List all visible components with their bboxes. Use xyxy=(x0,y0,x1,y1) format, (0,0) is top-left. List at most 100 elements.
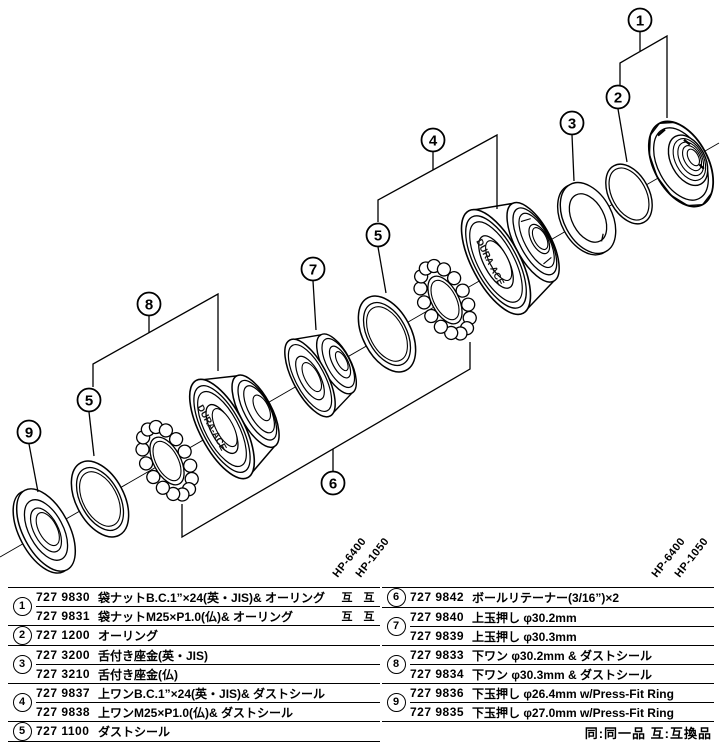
table-group: 8 727 9833 下ワン φ30.2mm & ダストシール 727 9834 下ワン… xyxy=(382,646,714,684)
callout-1: 1 xyxy=(627,7,653,33)
callout-2: 2 xyxy=(605,84,631,110)
part-description: 下ワン φ30.2mm & ダストシール xyxy=(472,648,652,663)
table-row: 727 9834 下ワン φ30.3mm & ダストシール xyxy=(410,664,714,683)
part-number: 727 9842 xyxy=(410,590,465,604)
table-row: 727 9842 ボールリテーナー(3/16”)×2 xyxy=(410,588,714,606)
bracket-8 xyxy=(92,292,219,387)
table-row: 727 3210 舌付き座金(仏) xyxy=(36,664,380,683)
callout-number: 9 xyxy=(386,693,406,712)
part-description: 上ワンM25×P1.0(仏)& ダストシール xyxy=(98,705,294,720)
part-crown-race xyxy=(12,488,77,574)
compatibility-mark: 互 xyxy=(363,592,375,604)
part-description: 上玉押し φ30.2mm xyxy=(472,610,577,625)
part-number: 727 3200 xyxy=(36,648,91,662)
table-group: 7 727 9840 上玉押し φ30.2mm 727 9839 上玉押し φ30.3m… xyxy=(382,608,714,646)
table-row: 727 1200 オーリング xyxy=(36,626,380,644)
part-description: 上ワンB.C.1”×24(英・JIS)& ダストシール xyxy=(98,686,326,701)
svg-text:9: 9 xyxy=(25,425,33,442)
callout-number: 1 xyxy=(12,597,32,616)
table-row: 727 9838 上ワンM25×P1.0(仏)& ダストシール xyxy=(36,702,380,721)
table-row: 727 9830 袋ナットB.C.1”×24(英・JIS)& オーリング 互互 xyxy=(36,588,380,606)
svg-text:4: 4 xyxy=(429,133,438,150)
table-row: 727 9833 下ワン φ30.2mm & ダストシール xyxy=(410,646,714,664)
part-description: ダストシール xyxy=(98,724,171,739)
table-group: 6 727 9842 ボールリテーナー(3/16”)×2 xyxy=(382,588,714,608)
part-number: 727 3210 xyxy=(36,667,91,681)
part-description: 下玉押し φ27.0mm w/Press-Fit Ring xyxy=(472,705,674,720)
part-dust-seal-upper xyxy=(345,285,429,383)
callout-number: 7 xyxy=(386,617,406,636)
callout-number: 6 xyxy=(386,588,406,607)
compatibility-mark: 互 xyxy=(341,611,353,623)
part-number: 727 9830 xyxy=(36,590,91,604)
legend-note: 同:同一品 互:互換品 xyxy=(584,726,712,741)
part-number: 727 9837 xyxy=(36,686,91,700)
table-row: 727 9840 上玉押し φ30.2mm xyxy=(410,608,714,626)
part-number: 727 1100 xyxy=(36,724,90,738)
part-description: 舌付き座金(仏) xyxy=(98,667,178,682)
callout-4: 4 xyxy=(420,127,446,153)
bracket-1 xyxy=(619,32,668,118)
part-number: 727 9839 xyxy=(410,629,465,643)
part-locknut xyxy=(647,120,715,208)
callout-8: 8 xyxy=(136,291,162,317)
part-description: ボールリテーナー(3/16”)×2 xyxy=(472,590,620,605)
svg-text:6: 6 xyxy=(329,476,337,493)
part-upper-cone xyxy=(284,333,358,418)
callout-7: 7 xyxy=(300,256,326,282)
callout-number: 8 xyxy=(386,655,406,674)
svg-text:5: 5 xyxy=(85,393,93,410)
table-row: 727 1100 ダストシール xyxy=(36,722,380,740)
table-row: 727 9835 下玉押し φ27.0mm w/Press-Fit Ring xyxy=(410,702,714,721)
part-o-ring xyxy=(605,163,653,225)
part-number: 727 9835 xyxy=(410,705,465,719)
table-group: 5 727 1100 ダストシール xyxy=(8,722,380,742)
part-number: 727 1200 xyxy=(36,628,91,642)
callout-number: 2 xyxy=(12,626,32,645)
callout-number: 5 xyxy=(12,722,32,741)
callout-number: 4 xyxy=(12,693,32,712)
parts-table-right: 6 727 9842 ボールリテーナー(3/16”)×2 7 727 9840 上玉押し … xyxy=(382,587,714,722)
part-number: 727 9840 xyxy=(410,610,465,624)
part-number: 727 9834 xyxy=(410,667,465,681)
bracket-6 xyxy=(181,342,471,539)
part-number: 727 9831 xyxy=(36,609,91,623)
svg-text:1: 1 xyxy=(636,13,644,30)
callout-5-lower: 5 xyxy=(76,387,102,413)
callout-3: 3 xyxy=(559,110,585,136)
part-description: 下玉押し φ26.4mm w/Press-Fit Ring xyxy=(472,686,674,701)
part-lower-cup: DURA-ACE xyxy=(188,374,280,480)
table-row: 727 3200 舌付き座金(英・JIS) xyxy=(36,646,380,664)
part-description: 下ワン φ30.3mm & ダストシール xyxy=(472,667,652,682)
part-description: オーリング xyxy=(98,628,159,643)
part-description: 上玉押し φ30.3mm xyxy=(472,629,577,644)
part-number: 727 9838 xyxy=(36,705,91,719)
callouts: 9 5 8 6 7 5 4 3 2 1 xyxy=(16,7,653,496)
svg-text:3: 3 xyxy=(568,116,576,133)
part-description: 舌付き座金(英・JIS) xyxy=(98,648,209,663)
table-row: 727 9837 上ワンB.C.1”×24(英・JIS)& ダストシール xyxy=(36,684,380,702)
callout-6: 6 xyxy=(320,470,346,496)
svg-text:8: 8 xyxy=(145,297,153,314)
compatibility-mark: 互 xyxy=(341,592,353,604)
part-upper-cup: DURA-ACE xyxy=(460,201,560,316)
svg-text:7: 7 xyxy=(309,262,317,279)
part-tongued-washer xyxy=(556,181,617,256)
table-row: 727 9839 上玉押し φ30.3mm xyxy=(410,626,714,645)
callout-5-upper: 5 xyxy=(365,222,391,248)
part-description: 袋ナットM25×P1.0(仏)& オーリング xyxy=(98,609,294,624)
callout-9: 9 xyxy=(16,419,42,445)
part-number: 727 9833 xyxy=(410,648,465,662)
svg-text:2: 2 xyxy=(614,90,622,107)
bracket-4 xyxy=(377,133,498,222)
svg-text:5: 5 xyxy=(374,228,382,245)
part-description: 袋ナットB.C.1”×24(英・JIS)& オーリング xyxy=(98,590,326,605)
table-group: 2 727 1200 オーリング xyxy=(8,626,380,646)
